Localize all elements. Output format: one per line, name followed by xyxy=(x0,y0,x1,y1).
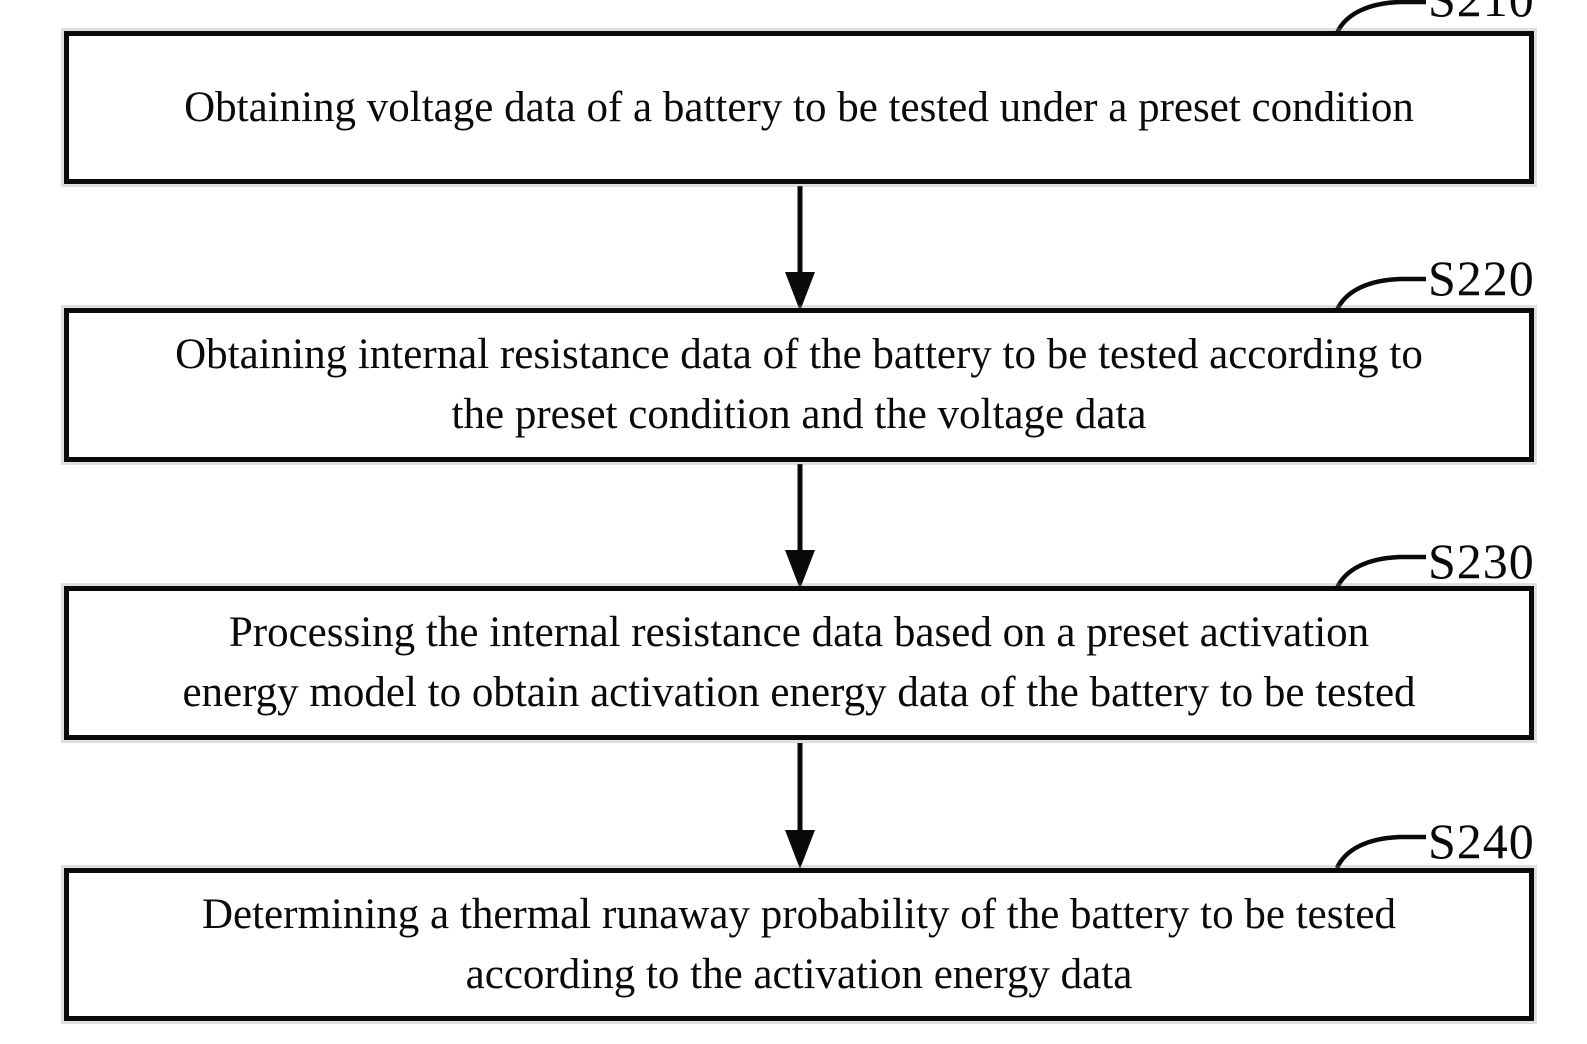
flow-arrow-1 xyxy=(785,186,815,311)
step-text-line: the preset condition and the voltage dat… xyxy=(451,391,1147,438)
leader-curve-s220 xyxy=(1334,276,1426,312)
step-box-s240: Determining a thermal runaway probabilit… xyxy=(64,868,1534,1021)
step-box-s230: Processing the internal resistance data … xyxy=(64,586,1534,740)
step-label-s210: S210 xyxy=(1428,0,1568,24)
step-text-line: Obtaining voltage data of a battery to b… xyxy=(184,83,1414,131)
leader-curve-s240 xyxy=(1334,834,1426,870)
step-text-line: Processing the internal resistance data … xyxy=(228,609,1370,656)
step-text-line: Obtaining internal resistance data of th… xyxy=(175,331,1423,378)
leader-curve-s230 xyxy=(1334,554,1426,590)
step-label-s230: S230 xyxy=(1428,533,1535,589)
step-text-line: energy model to obtain activation energy… xyxy=(182,669,1416,716)
step-label-s240: S240 xyxy=(1428,813,1535,869)
flow-arrow-3 xyxy=(785,743,815,869)
step-text-line: Determining a thermal runaway probabilit… xyxy=(201,890,1397,938)
leader-curve-s210 xyxy=(1334,0,1426,35)
flow-arrow-2 xyxy=(785,464,815,589)
step-text-line: according to the activation energy data xyxy=(465,950,1133,998)
step-box-s220: Obtaining internal resistance data of th… xyxy=(64,308,1534,462)
step-box-s210: Obtaining voltage data of a battery to b… xyxy=(64,31,1534,184)
step-label-s220: S220 xyxy=(1428,250,1535,306)
